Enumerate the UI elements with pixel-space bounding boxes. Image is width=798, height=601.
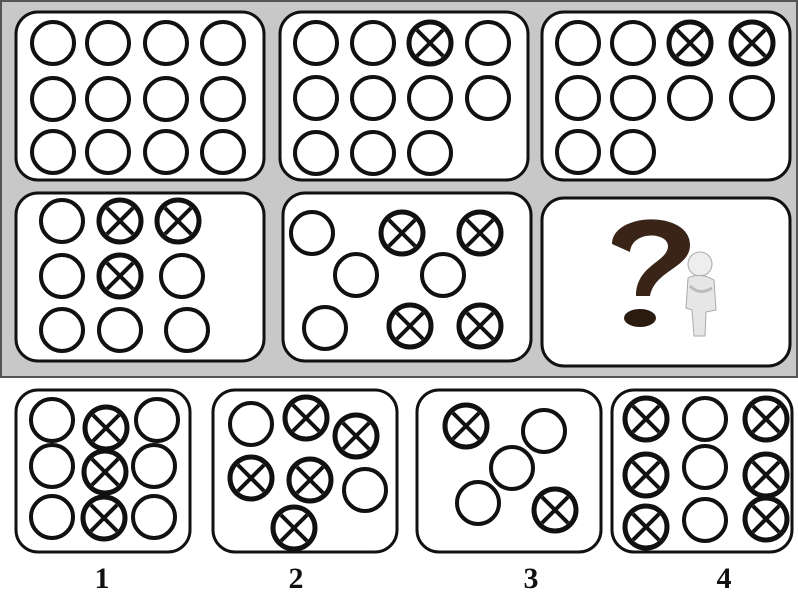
puzzle-panel-2 bbox=[280, 12, 528, 180]
option-label-3: 3 bbox=[511, 562, 551, 596]
answer-option-3 bbox=[417, 390, 601, 552]
option-label-2: 2 bbox=[276, 562, 316, 596]
option-label-4: 4 bbox=[704, 562, 744, 596]
puzzle-panel-1 bbox=[16, 12, 264, 180]
option-label-1: 1 bbox=[82, 562, 122, 596]
puzzle-panel-3 bbox=[542, 12, 790, 180]
